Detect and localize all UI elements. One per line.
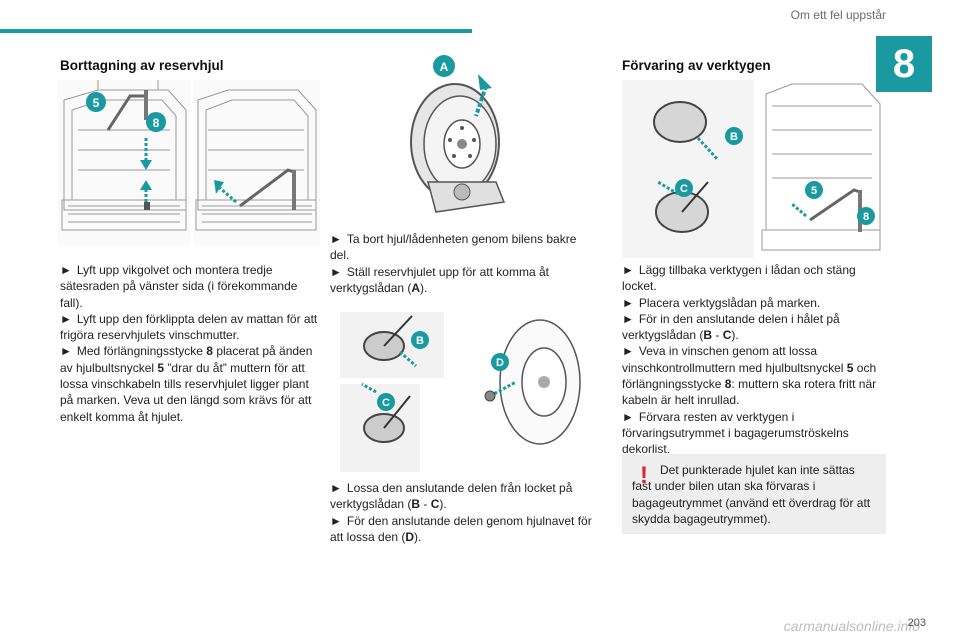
section-title-spare-wheel-removal: Borttagning av reservhjul [60, 58, 224, 73]
col2-instructions-top: ►Ta bort hjul/lådenheten genom bilens ba… [330, 232, 577, 295]
callout-c: C [680, 183, 688, 195]
callout-5: 5 [93, 96, 100, 110]
illustration-tool-storage: B C 5 8 [622, 80, 884, 258]
bullet-icon: ► [330, 264, 342, 279]
callout-5: 5 [811, 185, 817, 197]
page-number: 203 [907, 617, 926, 629]
header-title: Om ett fel uppstår [790, 8, 886, 22]
warning-exclamation-icon: ! [640, 462, 648, 489]
callout-c: C [382, 397, 390, 409]
bullet-icon: ► [60, 344, 72, 359]
bullet-icon: ► [330, 481, 342, 495]
warning-box: ! Det punkterade hjulet kan inte sättas … [622, 454, 886, 534]
illustration-trunk-floor: 5 8 [58, 80, 320, 246]
bullet-icon: ► [622, 311, 634, 326]
bullet-icon: ► [622, 263, 634, 277]
callout-8: 8 [863, 211, 869, 223]
warning-text: Det punkterade hjulet kan inte sättas fa… [632, 463, 871, 526]
chapter-number-tab: 8 [876, 36, 932, 92]
callout-8: 8 [153, 116, 160, 130]
bullet-icon: ► [60, 263, 72, 277]
header-accent-bar [0, 29, 472, 33]
bullet-icon: ► [622, 409, 634, 424]
callout-d: D [496, 357, 504, 369]
illustration-toolbox-wheel-hub: B C D [340, 312, 602, 472]
illustration-spare-wheel-box: A [400, 52, 530, 220]
col3-instructions: ►Lägg tillbaka verktygen i lådan och stä… [622, 263, 877, 457]
col1-instructions: ►Lyft upp vikgolvet och montera tredje s… [60, 263, 318, 424]
section-title-tool-storage: Förvaring av verktygen [622, 58, 771, 73]
callout-b: B [416, 335, 424, 347]
bullet-icon: ► [622, 295, 634, 310]
bullet-icon: ► [622, 344, 634, 359]
callout-b: B [730, 131, 738, 143]
bullet-icon: ► [330, 513, 342, 528]
col2-instructions-bottom: ►Lossa den anslutande delen från locket … [330, 481, 592, 544]
watermark: carmanualsonline.info [783, 618, 920, 634]
bullet-icon: ► [330, 232, 342, 246]
callout-a: A [440, 60, 449, 74]
bullet-icon: ► [60, 311, 72, 326]
